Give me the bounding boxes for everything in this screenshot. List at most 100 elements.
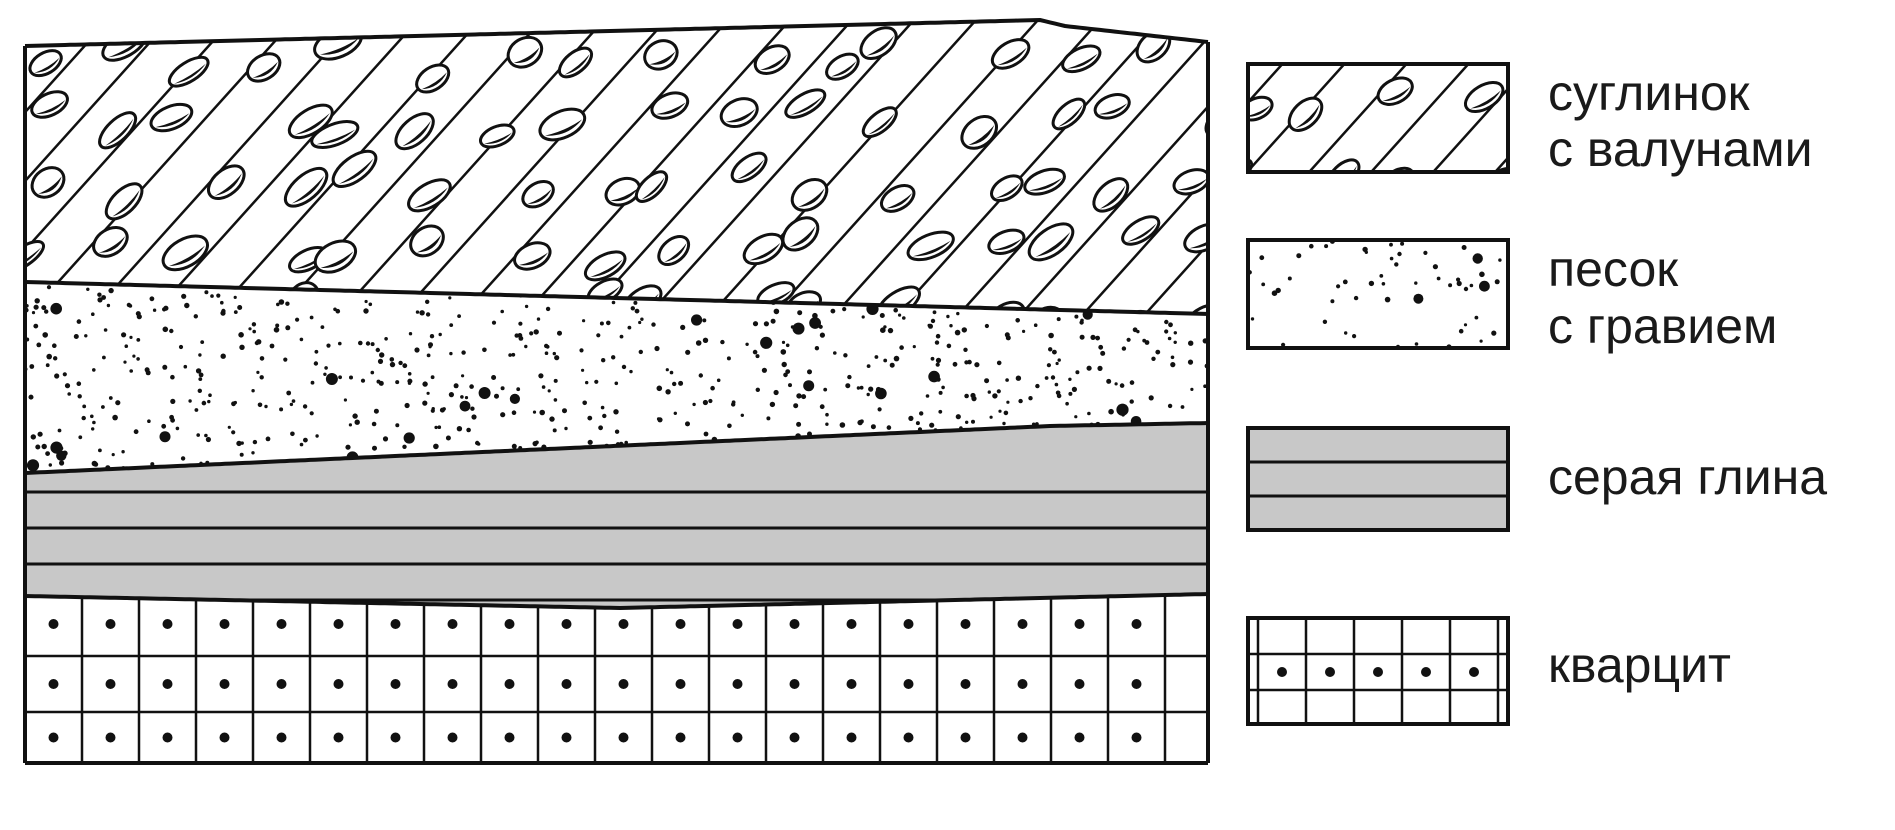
sand-grain [461,350,466,355]
hatch-line [882,20,1172,314]
sand-grain [161,423,167,429]
sand-grain [866,392,870,397]
sand-grain [796,393,802,399]
sand-grain [819,332,826,338]
sand-grain [448,392,454,398]
grid-dot [903,679,914,689]
sand-grain [654,345,660,352]
hatch-line [1130,20,1208,314]
sand-grain [695,340,702,346]
grid-dot [618,619,629,629]
sand-grain [599,321,604,326]
sand-grain [602,413,607,419]
sand-grain [887,327,894,334]
sand-grain [535,440,539,445]
pebble-mark [790,177,829,212]
sand-grain [752,321,759,327]
sand-grain [45,363,50,368]
sand-grain [1054,382,1059,387]
sand-grain [265,436,271,442]
grid-dot [504,619,515,629]
sand-grain [861,315,865,319]
sand-grain [169,328,174,334]
grid-dot [390,619,401,629]
grid-dot [675,732,686,743]
sand-grain [404,402,410,409]
gravel-dot [803,380,815,392]
pebble-mark [1248,157,1254,172]
hatch-line [1431,87,1508,172]
sand-grain [309,411,314,416]
grid-dot [1373,667,1383,677]
hatch-line [634,20,924,314]
sand-grain [1259,255,1265,261]
sand-grain [1079,320,1084,325]
sand-grain [929,422,935,428]
pebble-mark [1326,158,1361,172]
sand-grain [236,440,242,447]
sand-grain [564,426,568,431]
grid-dot [1131,732,1142,743]
sand-grain [309,315,314,320]
sand-grain [870,424,876,430]
pebble-mark [30,90,69,119]
sand-grain [233,400,237,405]
sand-grain [196,433,200,437]
pebble-mark [1092,177,1130,213]
sand-grain [930,318,936,324]
gravel-dot [1413,293,1424,304]
pebble-mark [784,88,827,119]
sand-grain [1015,318,1020,323]
sand-grain [702,318,707,323]
sand-grain [557,330,562,336]
sand-grain [303,437,308,443]
grid-dot [675,619,686,629]
hatch-line [1006,20,1208,314]
sand-grain [97,292,102,297]
sand-grain [656,385,663,392]
sand-grain [500,309,505,314]
sand-grain [961,327,967,333]
pebble-mark [1061,44,1102,74]
sand-grain [220,300,224,305]
sand-grain [553,398,558,402]
sand-grain [183,364,188,369]
sand-grain [240,441,244,445]
sand-grain [761,367,768,373]
grid-dot [789,619,800,629]
sand-grain [710,385,715,391]
sand-grain [614,429,620,434]
sand-grain [1003,410,1009,416]
pebble-mark [825,52,860,81]
sand-grain [941,385,945,390]
pebble-mark [331,149,378,188]
sand-grain [184,302,190,309]
sand-grain [457,314,461,318]
sand-grain [269,343,275,349]
sand-grain [562,408,567,414]
sand-grain [1187,359,1194,365]
sand-grain [785,343,790,348]
sand-grain [126,302,132,308]
sand-grain [536,317,541,321]
sand-grain [1126,337,1131,342]
sand-grain [181,293,187,299]
pebble-mark [643,39,679,71]
sand-grain [170,374,175,380]
pebble-mark [98,111,138,150]
grid-dot [1074,619,1085,629]
gravel-dot [159,431,171,443]
sand-grain [692,402,696,407]
grid-dot [561,619,572,629]
sand-grain [384,337,388,341]
pebble-mark [246,52,282,83]
cross-section [23,18,1210,765]
sand-grain [1074,415,1078,419]
sand-grain [1379,274,1384,278]
grid-dot [789,679,800,689]
grid-dot [1469,667,1479,677]
sand-grain [899,345,904,350]
sand-grain [949,324,953,328]
sand-grain [371,421,377,427]
sand-grain [545,306,551,312]
